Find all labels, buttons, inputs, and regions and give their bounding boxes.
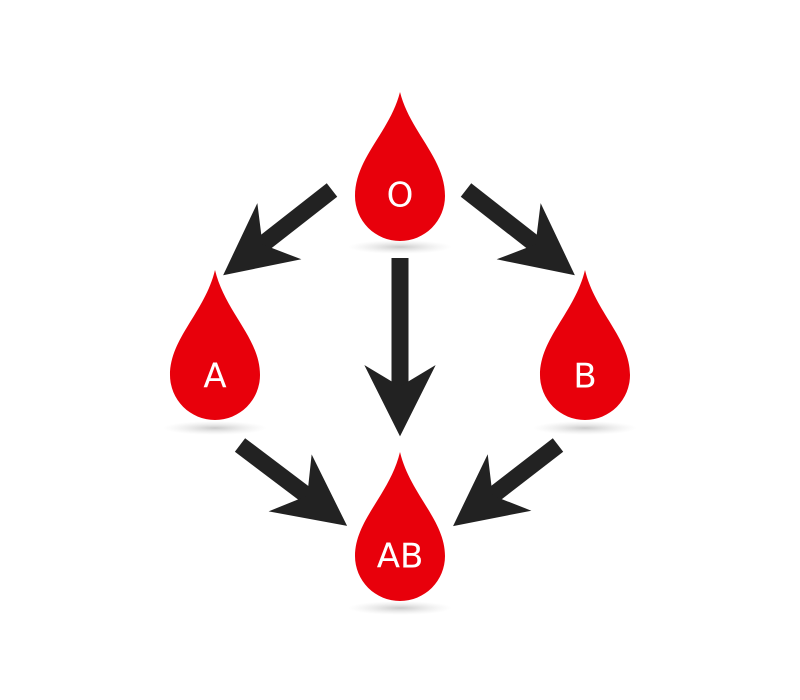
drop-label-a: A (203, 357, 226, 397)
blood-drop-ab: AB (348, 452, 452, 615)
arrow-a-to-ab (234, 438, 348, 526)
drop-icon (355, 92, 445, 241)
drop-label-ab: AB (377, 537, 424, 577)
arrow-o-to-a (223, 183, 338, 276)
blood-drop-b: B (533, 270, 637, 435)
drop-shadow (348, 601, 452, 615)
blood-drop-o: O (348, 92, 452, 254)
drop-shadow (163, 421, 267, 435)
drop-icon (170, 270, 260, 420)
drop-shadow (348, 240, 452, 254)
arrow-b-to-ab (453, 438, 564, 527)
drop-shadow (533, 421, 637, 435)
drop-icon (355, 452, 445, 601)
blood-drop-a: A (163, 270, 267, 435)
arrows-layer (223, 183, 575, 527)
drop-icon (540, 270, 630, 420)
drop-label-o: O (387, 176, 414, 216)
arrow-o-to-b (460, 183, 575, 276)
drop-label-b: B (573, 357, 596, 397)
